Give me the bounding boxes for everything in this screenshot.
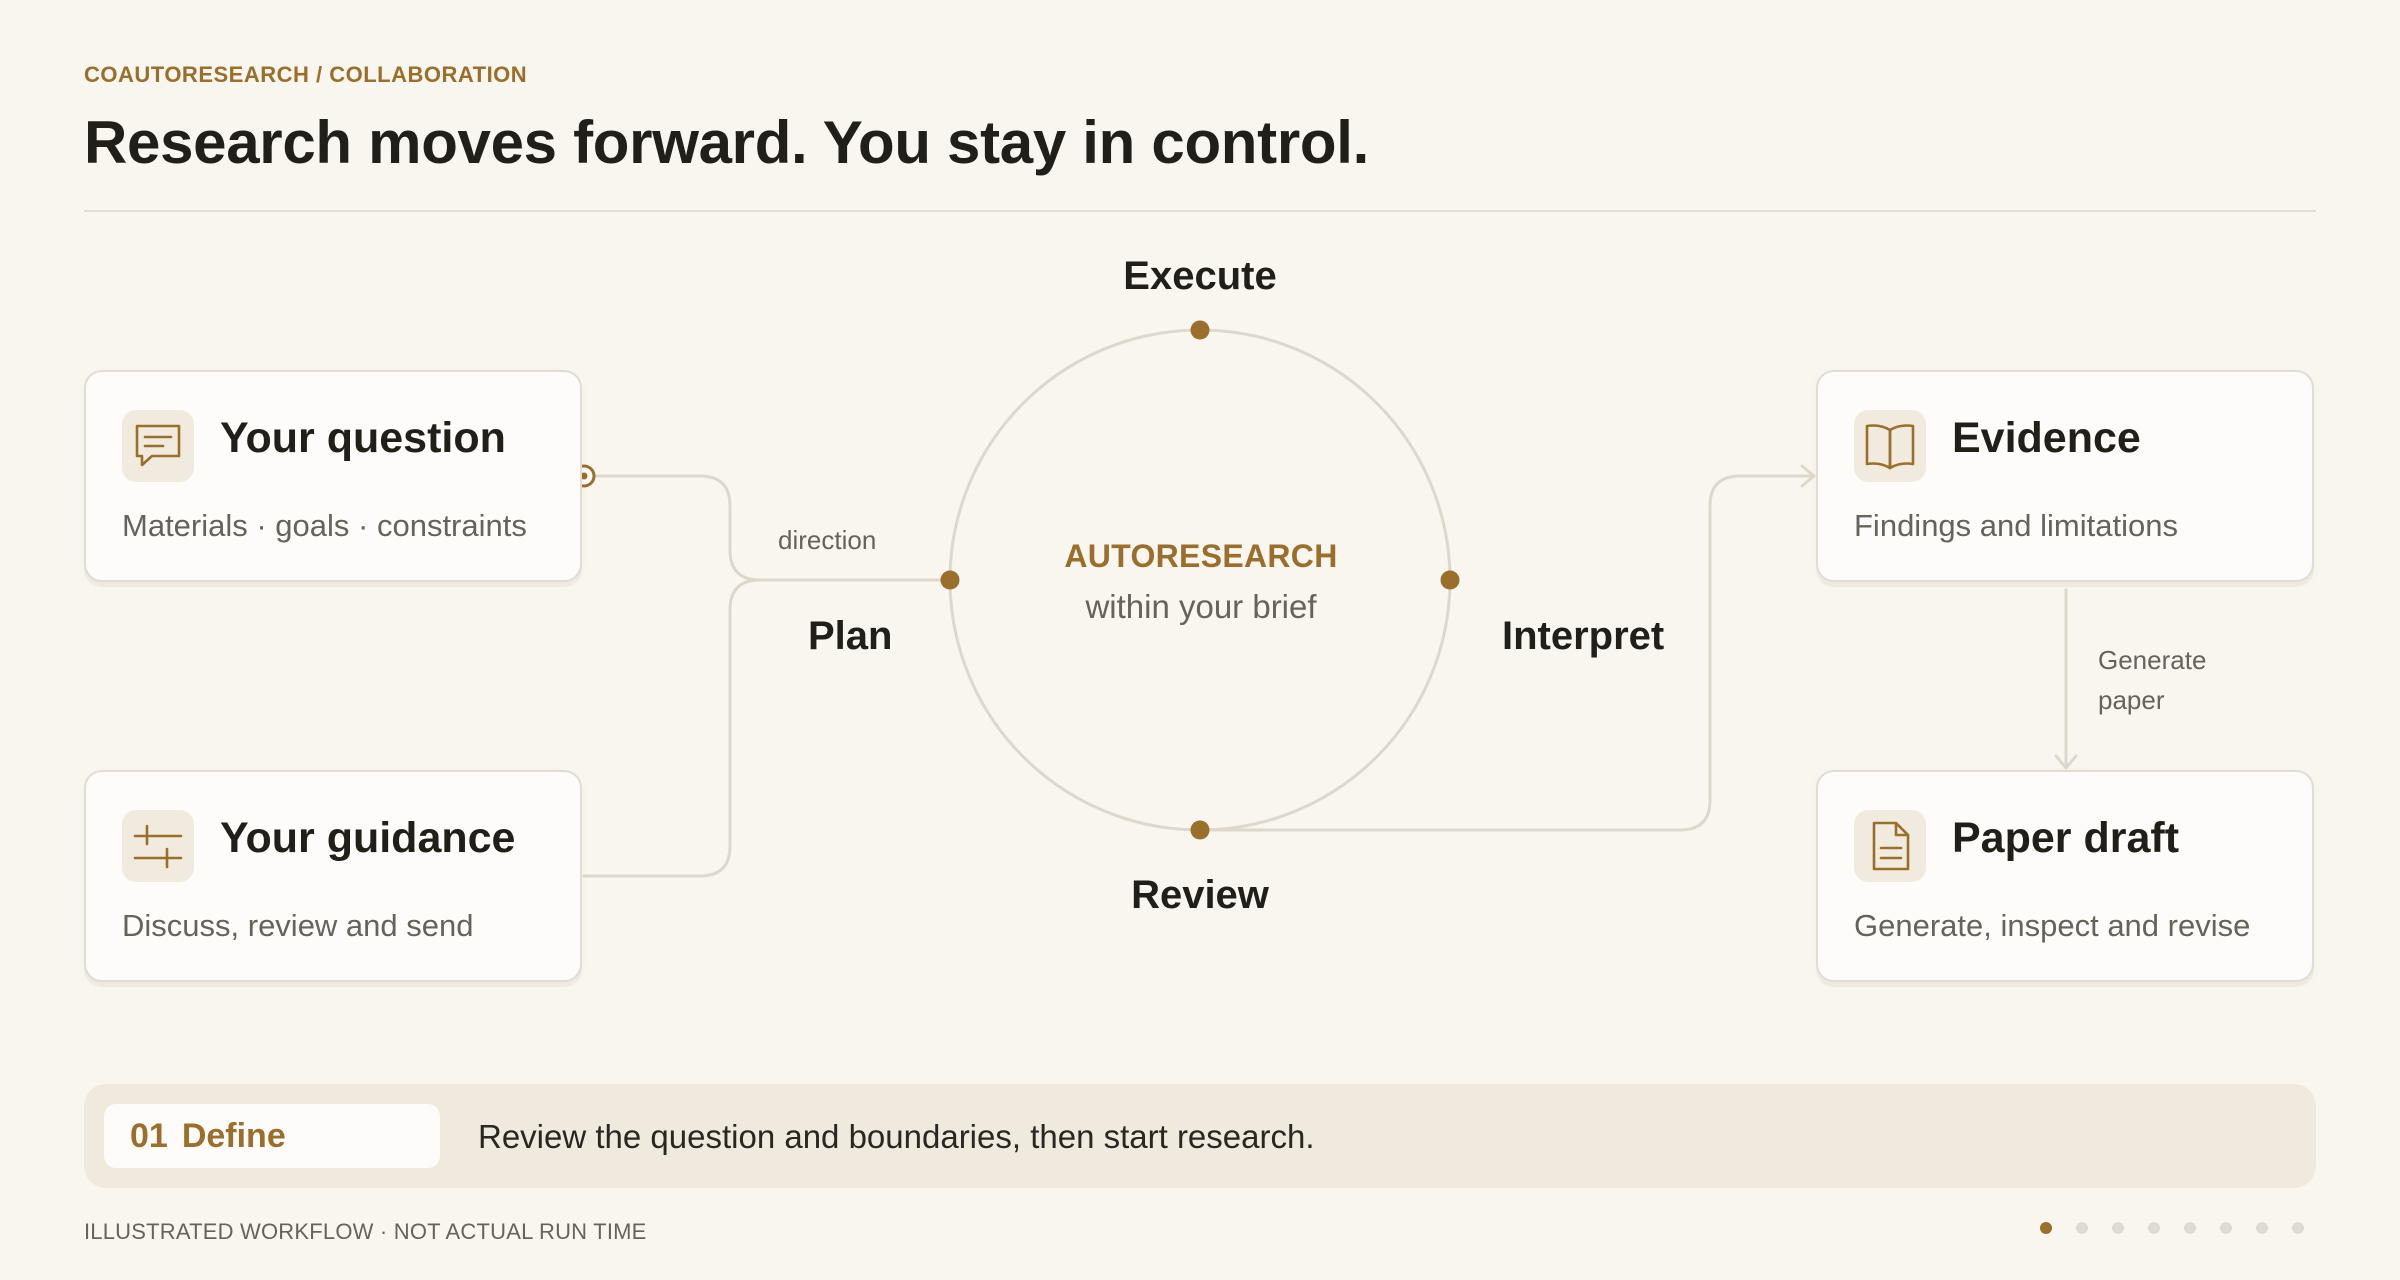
generate-paper-line1: Generate	[2098, 645, 2207, 675]
chat-icon	[122, 410, 194, 482]
question-card-subtitle: Materials · goals · constraints	[122, 508, 527, 543]
autoresearch-title: AUTORESEARCH	[1064, 538, 1338, 574]
stage-interpret: Interpret	[1502, 614, 1665, 658]
arrowhead-evidence	[1800, 464, 1816, 488]
header-divider	[84, 210, 2316, 212]
evidence-card[interactable]: Evidence Findings and limitations	[1816, 370, 2314, 582]
autoresearch-subtitle: within your brief	[1085, 588, 1317, 625]
generate-paper-line2: paper	[2098, 685, 2165, 715]
page-title: Research moves forward. You stay in cont…	[84, 109, 1369, 176]
guidance-card-title: Your guidance	[220, 814, 516, 862]
guidance-card-subtitle: Discuss, review and send	[122, 908, 474, 943]
question-port-center	[580, 472, 588, 480]
footer-note: ILLUSTRATED WORKFLOW · NOT ACTUAL RUN TI…	[84, 1219, 647, 1244]
document-icon	[1854, 810, 1926, 882]
review-node	[1190, 820, 1210, 840]
stage-execute: Execute	[1123, 254, 1277, 298]
connector-review-to-evidence	[1198, 474, 1814, 832]
autoresearch-cycle-ring	[948, 328, 1452, 832]
page-dot[interactable]	[2220, 1222, 2232, 1234]
page-dot[interactable]	[2040, 1222, 2052, 1234]
stage-review: Review	[1131, 873, 1269, 917]
evidence-card-title: Evidence	[1952, 414, 2141, 462]
sliders-icon	[122, 810, 194, 882]
question-card-title: Your question	[220, 414, 506, 462]
question-card[interactable]: Your question Materials · goals · constr…	[84, 370, 582, 582]
plan-node	[940, 570, 960, 590]
page-dot[interactable]	[2184, 1222, 2196, 1234]
evidence-card-subtitle: Findings and limitations	[1854, 508, 2178, 543]
arrowhead-paper	[2054, 754, 2078, 770]
stage-plan: Plan	[808, 614, 893, 658]
direction-label: direction	[778, 525, 877, 555]
paper-draft-card[interactable]: Paper draft Generate, inspect and revise	[1816, 770, 2314, 982]
page-dot[interactable]	[2256, 1222, 2268, 1234]
page-dot[interactable]	[2076, 1222, 2088, 1234]
book-icon	[1854, 410, 1926, 482]
step-number: 01	[130, 1116, 168, 1155]
page-dot[interactable]	[2292, 1222, 2304, 1234]
connector-question-to-plan	[582, 474, 952, 582]
paper-draft-card-subtitle: Generate, inspect and revise	[1854, 908, 2251, 943]
execute-node	[1190, 320, 1210, 340]
generate-paper-label: Generate paper	[2098, 640, 2206, 720]
step-badge[interactable]: 01 Define	[104, 1104, 440, 1168]
interpret-node	[1440, 570, 1460, 590]
step-description: Review the question and boundaries, then…	[478, 1118, 1315, 1155]
paper-draft-card-title: Paper draft	[1952, 814, 2180, 862]
eyebrow-label: COAUTORESEARCH / COLLABORATION	[84, 62, 528, 87]
connector-guidance-to-plan	[582, 578, 762, 878]
page-dot[interactable]	[2112, 1222, 2124, 1234]
current-step-bar: 01 Define Review the question and bounda…	[84, 1084, 2316, 1188]
page-indicator	[2040, 1222, 2304, 1234]
step-name: Define	[181, 1116, 286, 1155]
guidance-card[interactable]: Your guidance Discuss, review and send	[84, 770, 582, 982]
page-dot[interactable]	[2148, 1222, 2160, 1234]
